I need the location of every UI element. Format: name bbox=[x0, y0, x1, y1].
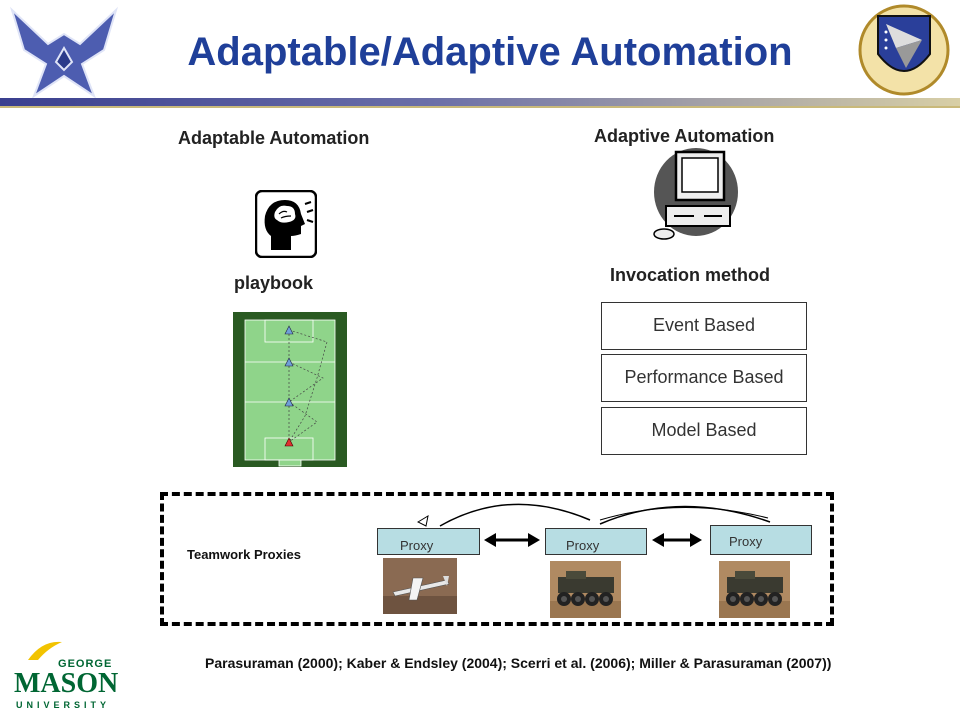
adaptive-heading: Adaptive Automation bbox=[594, 126, 775, 146]
logo-mason-text: MASON bbox=[14, 668, 119, 699]
title-divider bbox=[0, 98, 960, 106]
slide-title: Adaptable/Adaptive Automation bbox=[187, 30, 793, 74]
proxy-label: Proxy bbox=[400, 538, 434, 553]
ground-robot-image bbox=[550, 561, 621, 618]
logo-george-text: GEORGE bbox=[58, 658, 113, 670]
afrl-seal-icon bbox=[858, 4, 950, 96]
adaptable-heading: Adaptable Automation bbox=[178, 128, 370, 148]
title-divider-accent bbox=[0, 106, 960, 108]
proxy-communication-arcs bbox=[416, 503, 771, 527]
double-arrow-icon bbox=[484, 533, 540, 547]
george-mason-logo: GEORGE MASON UNIVERSITY bbox=[10, 640, 130, 710]
performance-based-box: Performance Based bbox=[601, 354, 807, 402]
ground-robot-image bbox=[719, 561, 790, 618]
event-based-box: Event Based bbox=[601, 302, 807, 350]
playbook-field-diagram bbox=[233, 312, 347, 467]
logo-university-text: UNIVERSITY bbox=[16, 700, 111, 710]
proxy-box-3: Proxy bbox=[710, 525, 812, 555]
flame-icon bbox=[28, 641, 62, 660]
teamwork-proxies-frame bbox=[160, 492, 834, 626]
proxy-box-2: Proxy bbox=[545, 528, 647, 555]
invocation-method-heading: Invocation method bbox=[610, 265, 771, 285]
human-head-brain-icon bbox=[255, 190, 317, 258]
model-based-box: Model Based bbox=[601, 407, 807, 455]
uav-aircraft-image bbox=[383, 558, 457, 614]
playbook-label: playbook bbox=[234, 273, 314, 293]
proxy-label: Proxy bbox=[729, 534, 763, 549]
proxy-box-1: Proxy bbox=[377, 528, 480, 555]
citation-text: Parasuraman (2000); Kaber & Endsley (200… bbox=[205, 655, 832, 671]
teamwork-proxies-label: Teamwork Proxies bbox=[187, 547, 301, 562]
proxy-label: Proxy bbox=[566, 538, 600, 553]
computer-icon bbox=[653, 148, 738, 240]
double-arrow-icon bbox=[652, 533, 702, 547]
air-force-logo bbox=[9, 6, 119, 99]
